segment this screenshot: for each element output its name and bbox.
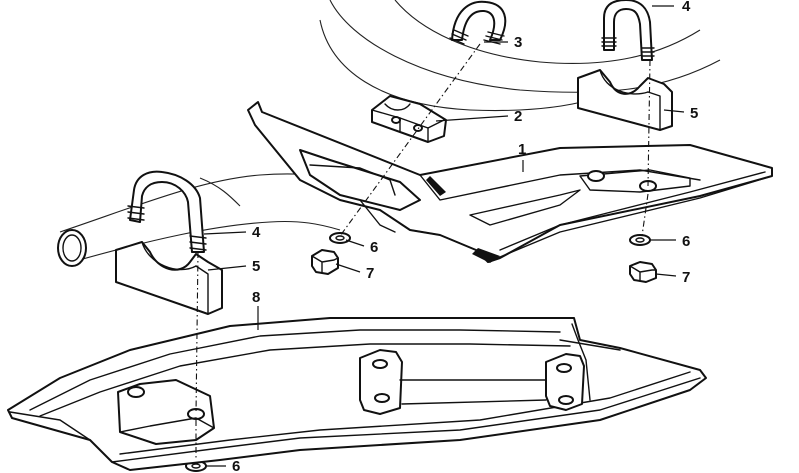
part-4-u-bolt-upper — [601, 0, 655, 61]
part-5-saddle-clamp-lower — [115, 241, 223, 315]
callout-part-3: 3 — [514, 34, 522, 51]
exhaust-pipe-outline — [59, 0, 721, 263]
callout-part-7-center: 7 — [366, 265, 374, 282]
callout-part-2: 2 — [514, 108, 522, 125]
pipe-end — [57, 229, 87, 267]
callout-labels: 1 2 3 4 4 5 5 6 6 6 7 7 8 — [232, 0, 698, 473]
callout-part-7-right: 7 — [682, 269, 690, 286]
callout-part-4-upper: 4 — [682, 0, 691, 15]
part-6-washer-right — [629, 234, 651, 246]
part-7-nut-center — [311, 249, 339, 275]
assembly-axes — [195, 43, 651, 460]
callout-part-4-lower: 4 — [252, 224, 261, 241]
callout-part-6-bottom: 6 — [232, 458, 240, 473]
callout-part-8: 8 — [252, 289, 260, 306]
part-4-u-bolt-lower — [127, 170, 207, 253]
part-1-mounting-bracket — [247, 101, 773, 263]
part-5-saddle-clamp-upper — [577, 69, 673, 131]
part-6-washer-center — [329, 232, 351, 244]
part-2-clamp-block — [371, 95, 447, 143]
part-8-crossmember — [7, 317, 707, 471]
callout-part-5-lower: 5 — [252, 258, 260, 275]
leader-lines — [203, 5, 685, 467]
callout-part-6-center: 6 — [370, 239, 378, 256]
part-7-nut-right — [629, 261, 657, 283]
callout-part-6-right: 6 — [682, 233, 690, 250]
part-3-u-bolt — [449, 0, 507, 45]
callout-part-1: 1 — [518, 141, 526, 158]
callout-part-5-upper: 5 — [690, 105, 698, 122]
